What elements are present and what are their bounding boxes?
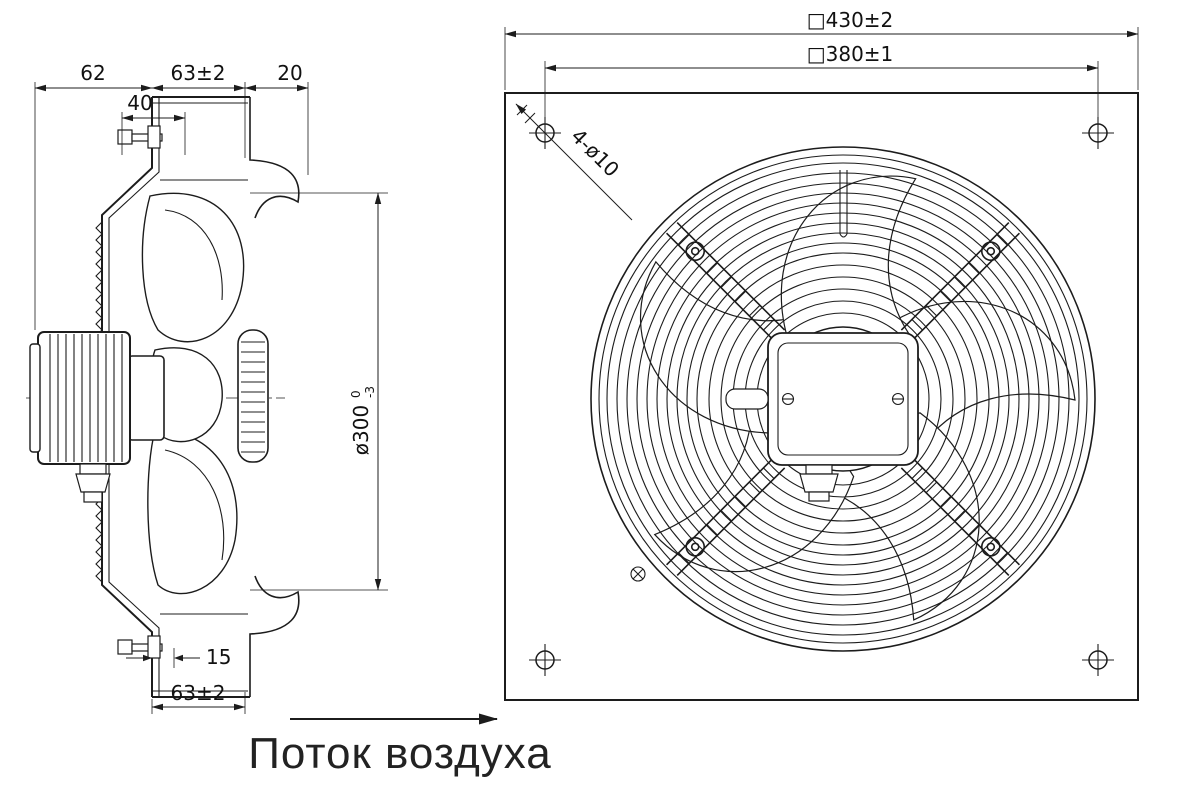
wall-plate	[504, 92, 1139, 701]
side-view: 62 63±2 20 40 ø300 0	[26, 61, 388, 714]
plate-bolt-symbol	[630, 566, 646, 582]
side-view-dimensions: 62 63±2 20 40 ø300 0	[34, 61, 388, 714]
dim-dia-tol-upper: 0	[349, 390, 363, 398]
dim-blade-offset: 20	[244, 61, 309, 92]
dim-4xd10-label: 4-ø10	[566, 124, 624, 182]
impeller-blades-side	[141, 192, 245, 595]
guard-grille-rings	[606, 162, 1080, 636]
front-view: □430±2 □380±1 4-ø10	[504, 8, 1139, 701]
junction-box	[725, 332, 919, 502]
dim-hole-spacing: □380±1	[544, 42, 1099, 72]
dim-63-top-label: 63±2	[171, 61, 226, 85]
dim-impeller-diameter: ø300 0 -3	[349, 192, 382, 591]
venturi-ring-edge	[237, 329, 269, 463]
dim-bolt-position: 40	[121, 91, 186, 122]
dim-dia-label: ø300	[349, 405, 373, 455]
motor-body	[29, 331, 131, 503]
dim-430-label: □430±2	[807, 8, 894, 32]
dim-bottom-offset: 15	[126, 645, 231, 669]
dim-dia-tol-lower: -3	[363, 386, 377, 398]
junction-box-clip	[725, 388, 769, 410]
dim-flange-bottom: 63±2	[151, 681, 246, 711]
dim-flange-top: 63±2	[151, 61, 246, 92]
dim-motor-depth: 62	[34, 61, 153, 92]
junction-box-gland	[799, 464, 839, 502]
bell-mouth-front	[590, 146, 1096, 652]
bell-mouth-curl-bottom	[249, 575, 300, 697]
airflow-label: Поток воздуха	[248, 729, 551, 778]
dim-mounting-holes: 4-ø10	[515, 103, 633, 221]
dim-15-label: 15	[206, 645, 231, 669]
impeller-hub	[127, 355, 165, 441]
dim-plate-size: □430±2	[504, 8, 1139, 38]
bell-mouth-curl-top	[249, 97, 300, 219]
dim-20-label: 20	[277, 61, 302, 85]
mounting-bolt-top	[117, 125, 163, 149]
dim-380-label: □380±1	[807, 42, 894, 66]
front-view-dimensions: □430±2 □380±1 4-ø10	[504, 8, 1139, 221]
airflow-annotation: Поток воздуха	[248, 713, 551, 778]
probe-wire	[839, 170, 848, 238]
guard-grille-spokes	[666, 222, 1020, 576]
dim-63-bottom-label: 63±2	[171, 681, 226, 705]
dim-62-label: 62	[80, 61, 105, 85]
corner-mounting-holes	[529, 117, 1114, 676]
mounting-bolt-bottom	[117, 635, 163, 659]
dim-40-label: 40	[127, 91, 152, 115]
motor-cable-gland	[75, 463, 111, 503]
